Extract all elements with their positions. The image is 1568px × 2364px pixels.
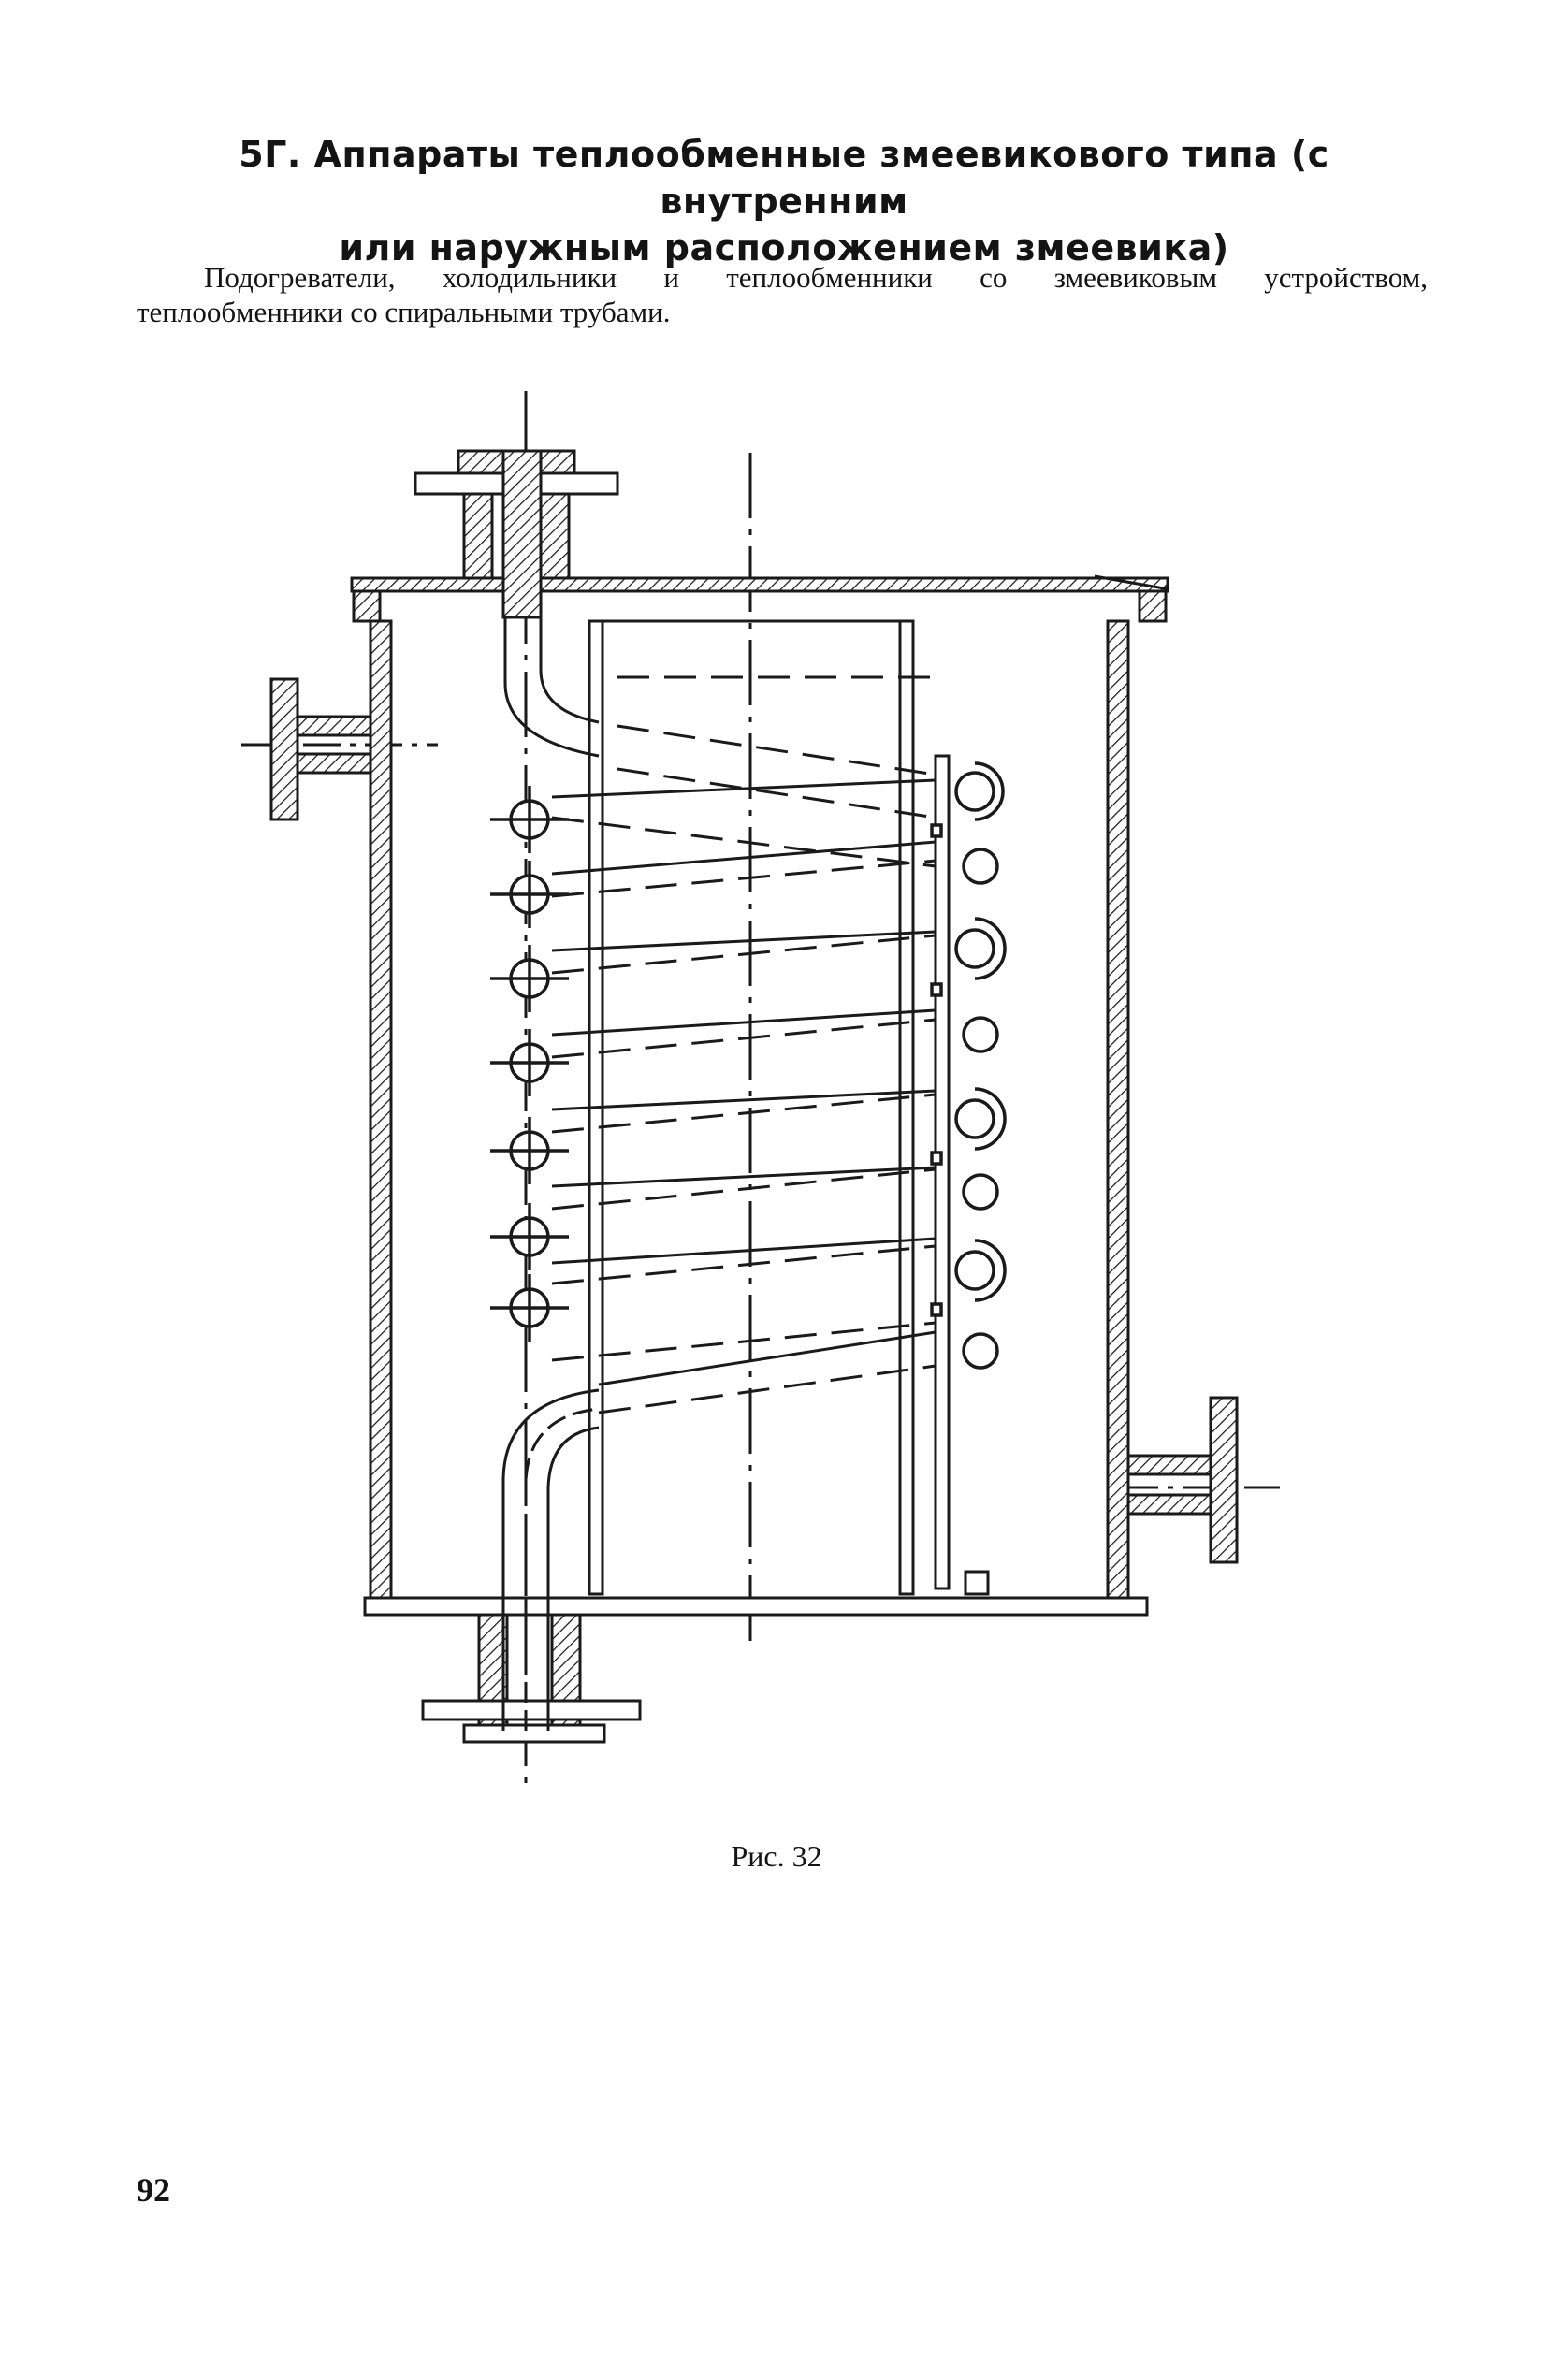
section-heading: 5Г. Аппараты теплообменные змеевикового … bbox=[112, 131, 1456, 271]
shell bbox=[363, 619, 1149, 1617]
intro-paragraph: Подогреватели, холодильники и теплообмен… bbox=[137, 260, 1428, 329]
heading-line-2: или наружным расположением змеевика) bbox=[339, 227, 1229, 268]
top-nozzle bbox=[414, 449, 619, 619]
right-nozzle bbox=[1126, 1396, 1239, 1564]
coil-sections-right bbox=[930, 761, 1007, 1370]
intro-line-2: теплообменники со спиральными трубами. bbox=[137, 296, 671, 328]
left-nozzle bbox=[269, 677, 372, 821]
page-number: 92 bbox=[137, 2171, 170, 2209]
bottom-nozzle bbox=[421, 1613, 642, 1744]
figure-caption: Рис. 32 bbox=[731, 1839, 822, 1873]
coil-solid-runs bbox=[551, 778, 936, 1386]
heading-line-1: 5Г. Аппараты теплообменные змеевикового … bbox=[239, 134, 1329, 222]
top-cover bbox=[350, 574, 1170, 623]
coil-sections-left bbox=[490, 786, 569, 1342]
intro-line-1: Подогреватели, холодильники и теплообмен… bbox=[204, 261, 1428, 294]
inlet-pipe bbox=[503, 617, 600, 758]
coil-dashed-runs bbox=[551, 675, 936, 1414]
outlet-pipe bbox=[501, 1388, 600, 1731]
